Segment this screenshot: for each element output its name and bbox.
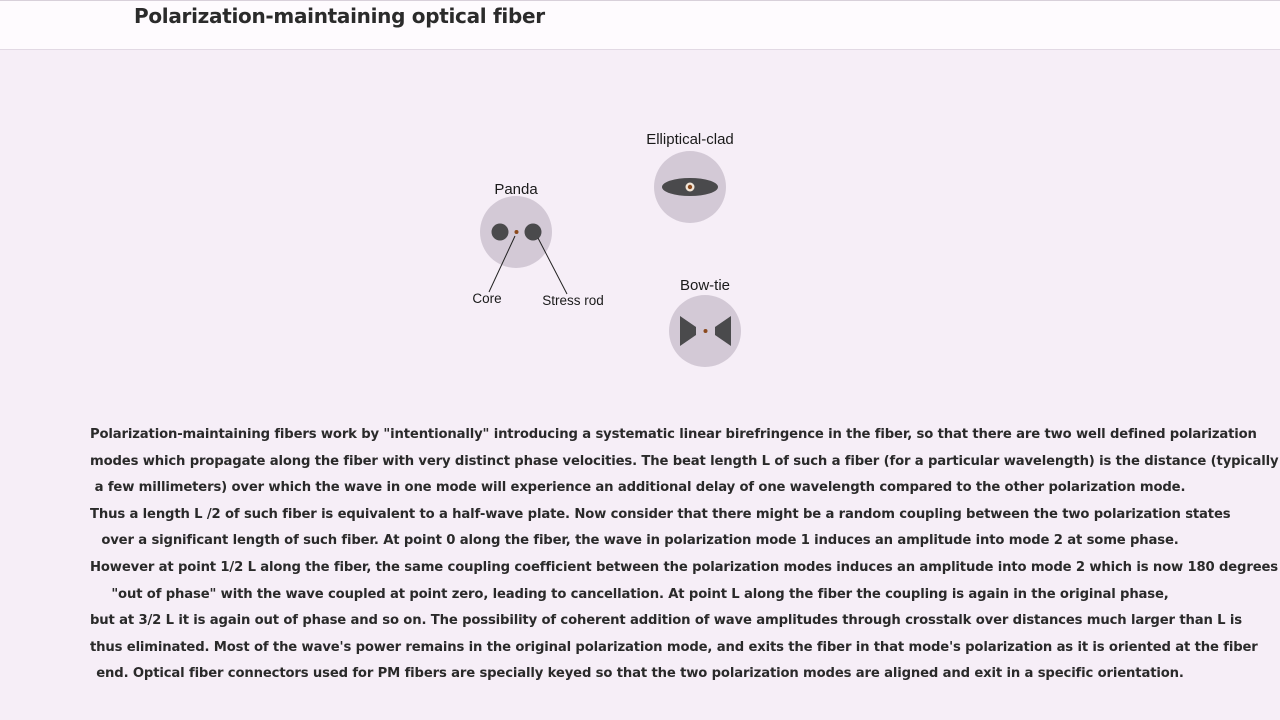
- panda-fiber: Panda Core Stress rod: [472, 181, 603, 308]
- stress-rod-callout-label: Stress rod: [542, 293, 604, 308]
- description-line: Thus a length L /2 of such fiber is equi…: [90, 506, 1231, 522]
- panda-stress-rod-right: [524, 223, 542, 241]
- core-callout-label: Core: [472, 291, 501, 306]
- description-line: over a significant length of such fiber.…: [101, 533, 1179, 549]
- description-paragraph: Polarization-maintaining fibers work by …: [90, 422, 1279, 688]
- description-line: but at 3/2 L it is again out of phase an…: [90, 613, 1242, 629]
- bow-tie-stress-left: [680, 316, 696, 346]
- description-line: Polarization-maintaining fibers work by …: [90, 427, 1257, 442]
- description-line: a few millimeters) over which the wave i…: [94, 480, 1186, 496]
- panda-label: Panda: [494, 181, 538, 198]
- elliptical-clad-fiber: Elliptical-clad: [646, 131, 734, 223]
- bow-tie-stress-right: [715, 316, 731, 346]
- stress-rod-callout-line: [537, 237, 568, 295]
- description-line: end. Optical fiber connectors used for P…: [96, 666, 1184, 682]
- core-callout-line: [488, 235, 516, 293]
- description-line: thus eliminated. Most of the wave's powe…: [90, 639, 1258, 655]
- elliptical-clad-label: Elliptical-clad: [646, 131, 734, 148]
- page-title: Polarization-maintaining optical fiber: [134, 4, 545, 28]
- description-line: However at point 1/2 L along the fiber, …: [90, 559, 1278, 575]
- description-line: modes which propagate along the fiber wi…: [90, 453, 1279, 469]
- panda-stress-rod-left: [491, 223, 509, 241]
- bow-tie-core: [703, 329, 708, 333]
- panda-core: [514, 230, 519, 234]
- bow-tie-label: Bow-tie: [680, 277, 730, 294]
- elliptical-core: [687, 184, 693, 190]
- header-bar: Polarization-maintaining optical fiber: [0, 0, 1280, 50]
- bow-tie-fiber: Bow-tie: [669, 277, 741, 367]
- description-line: "out of phase" with the wave coupled at …: [111, 586, 1169, 602]
